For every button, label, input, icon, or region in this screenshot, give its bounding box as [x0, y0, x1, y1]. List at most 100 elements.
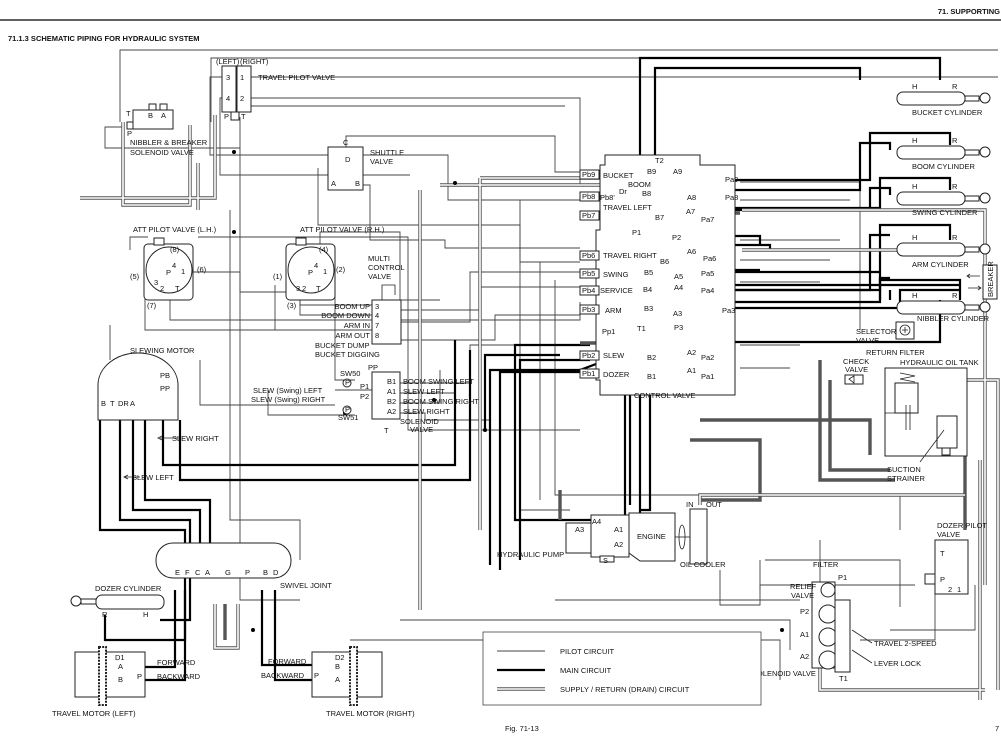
svg-text:T1: T1 [637, 324, 646, 333]
travel-pilot-valve: (LEFT) (RIGHT) 3 4 1 2 P T TRAVEL PILOT … [216, 57, 335, 121]
dozer-cylinder: DOZER CYLINDER R H [70, 584, 165, 619]
svg-text:A2: A2 [687, 348, 696, 357]
svg-text:R: R [952, 291, 958, 300]
svg-text:2: 2 [160, 284, 164, 293]
svg-text:Pa6: Pa6 [703, 254, 716, 263]
swing-cylinder: H R SWING CYLINDER [896, 182, 991, 217]
svg-text:P3: P3 [674, 323, 683, 332]
svg-text:MULTI: MULTI [368, 254, 390, 263]
svg-text:A3: A3 [575, 525, 584, 534]
svg-text:T: T [126, 109, 131, 118]
page-title: 71.1.3 SCHEMATIC PIPING FOR HYDRAULIC SY… [8, 34, 200, 43]
svg-text:B8: B8 [642, 189, 651, 198]
svg-text:SLEW RIGHT: SLEW RIGHT [172, 434, 219, 443]
svg-text:H: H [912, 182, 917, 191]
svg-text:BACKWARD: BACKWARD [261, 671, 305, 680]
svg-text:ENGINE: ENGINE [637, 532, 666, 541]
svg-text:R: R [102, 610, 108, 619]
svg-text:A1: A1 [687, 366, 696, 375]
svg-text:P: P [224, 112, 229, 121]
svg-text:P: P [345, 378, 350, 387]
svg-text:7: 7 [375, 321, 379, 330]
svg-text:VALVE: VALVE [410, 425, 433, 434]
svg-text:BOOM CYLINDER: BOOM CYLINDER [912, 162, 976, 171]
att-pilot-valve-lh: ATT PILOT VALVE (L.H.) (8) (6) (5) (7) P… [130, 225, 217, 310]
svg-text:SOLENOID: SOLENOID [400, 417, 439, 426]
slewing-motor: SLEWING MOTOR PB PP B T DR A SLEW RIGHT … [97, 346, 219, 482]
svg-text:CHECK: CHECK [843, 357, 869, 366]
svg-text:SLEW (Swing) LEFT: SLEW (Swing) LEFT [253, 386, 323, 395]
svg-text:(5): (5) [130, 272, 140, 281]
hydraulic-pump-engine: ENGINE IN OUT OIL COOLER A3 A4 A1 A2 S H… [497, 500, 726, 569]
svg-text:R: R [952, 182, 958, 191]
svg-text:(1): (1) [273, 272, 283, 281]
svg-text:H: H [912, 82, 917, 91]
svg-text:(8): (8) [170, 245, 180, 254]
svg-text:P: P [127, 129, 132, 138]
svg-text:P1: P1 [360, 382, 369, 391]
svg-text:B: B [263, 568, 268, 577]
slew-solenoid-valve: PP P1 P2 T SW50 SW51 SLEW (Swing) LEFT S… [251, 363, 479, 435]
svg-text:Pb3: Pb3 [582, 305, 595, 314]
svg-text:T: T [110, 399, 115, 408]
svg-text:4: 4 [375, 311, 379, 320]
svg-text:T: T [316, 284, 321, 293]
svg-text:A1: A1 [800, 630, 809, 639]
svg-text:B7: B7 [655, 213, 664, 222]
legend-supply: SUPPLY / RETURN (DRAIN) CIRCUIT [560, 685, 690, 694]
section-title: 71. SUPPORTING [938, 7, 1000, 16]
svg-text:VALVE: VALVE [845, 365, 868, 374]
svg-text:2: 2 [948, 585, 952, 594]
control-valve: T2 Dr Pb8' Pb9 BUCKET B9 A9 Pa9 Pb8 BOOM… [579, 154, 738, 400]
svg-text:1: 1 [957, 585, 961, 594]
svg-text:4: 4 [172, 261, 176, 270]
svg-text:T2: T2 [655, 156, 664, 165]
svg-text:SHUTTLE: SHUTTLE [370, 148, 404, 157]
svg-text:Pa7: Pa7 [701, 215, 714, 224]
svg-text:P: P [314, 671, 319, 680]
svg-text:A: A [161, 111, 166, 120]
svg-text:TRAVEL 2-SPEED: TRAVEL 2-SPEED [874, 639, 937, 648]
svg-text:4: 4 [226, 94, 230, 103]
svg-text:NIBBLER & BREAKER: NIBBLER & BREAKER [130, 138, 208, 147]
svg-text:Pa8: Pa8 [725, 193, 738, 202]
svg-text:B5: B5 [644, 268, 653, 277]
hydraulic-oil-tank: RETURN FILTER CHECK VALVE HYDRAULIC OIL … [843, 348, 979, 483]
svg-text:T: T [384, 426, 389, 435]
svg-text:SELECTOR: SELECTOR [856, 327, 897, 336]
svg-text:SW50: SW50 [340, 369, 360, 378]
solenoid-valve-lever-lock: FILTER P1 RELIEF VALVE P2 A1 A2 T1 SOLEN… [752, 560, 937, 683]
svg-text:P: P [137, 672, 142, 681]
svg-text:1: 1 [181, 267, 185, 276]
svg-text:G: G [225, 568, 231, 577]
svg-text:FORWARD: FORWARD [268, 657, 307, 666]
svg-text:PB: PB [160, 371, 170, 380]
svg-text:(LEFT): (LEFT) [216, 57, 240, 66]
page-number: 7 [995, 724, 999, 733]
svg-text:B2: B2 [647, 353, 656, 362]
svg-text:3: 3 [375, 302, 379, 311]
svg-text:TRAVEL MOTOR (RIGHT): TRAVEL MOTOR (RIGHT) [326, 709, 415, 718]
svg-text:H: H [143, 610, 148, 619]
svg-text:ARM: ARM [605, 306, 622, 315]
svg-text:BREAKER: BREAKER [986, 261, 995, 297]
svg-text:OIL COOLER: OIL COOLER [680, 560, 726, 569]
svg-text:Pb4: Pb4 [582, 286, 595, 295]
svg-text:S: S [603, 556, 608, 565]
svg-text:D1: D1 [115, 653, 125, 662]
svg-text:B9: B9 [647, 167, 656, 176]
svg-text:Pa2: Pa2 [701, 353, 714, 362]
dozer-pilot-valve: DOZER PILOT VALVE T P 2 1 [924, 521, 987, 595]
svg-text:DOZER CYLINDER: DOZER CYLINDER [95, 584, 162, 593]
svg-text:3: 3 [226, 73, 230, 82]
breaker-port: BREAKER [966, 261, 998, 300]
svg-text:BUCKET DUMP: BUCKET DUMP [315, 341, 369, 350]
selector-valve: SELECTOR VALVE [856, 321, 915, 345]
svg-text:SWING CYLINDER: SWING CYLINDER [912, 208, 978, 217]
svg-text:Pb5: Pb5 [582, 269, 595, 278]
junction-dots [232, 150, 784, 632]
travel-motor-right: D2 B A P FORWARD BACKWARD TRAVEL MOTOR (… [261, 646, 415, 718]
